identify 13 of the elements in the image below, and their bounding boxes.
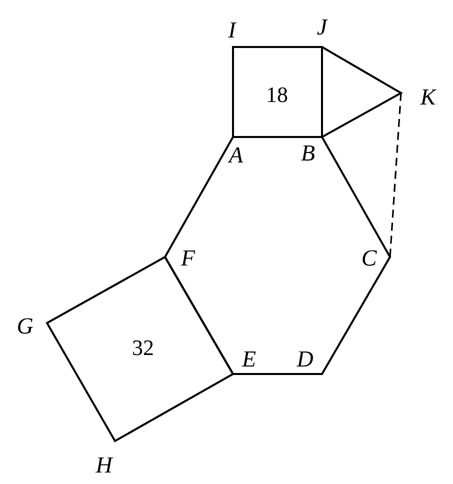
area-value: 32 [132,337,154,359]
vertex-label: E [242,348,256,370]
vertex-label: K [420,86,436,108]
vertex-label: F [180,246,196,270]
vertex-label: B [300,142,316,164]
vertex-label: G [16,314,34,338]
vertex-label: J [316,16,328,38]
vertex-label: A [228,144,244,166]
vertex-label: D [296,348,314,370]
area-value: 18 [266,84,288,106]
vertex-label: C [361,246,377,270]
vertex-label: H [96,454,112,476]
vertex-label: I [228,18,236,42]
